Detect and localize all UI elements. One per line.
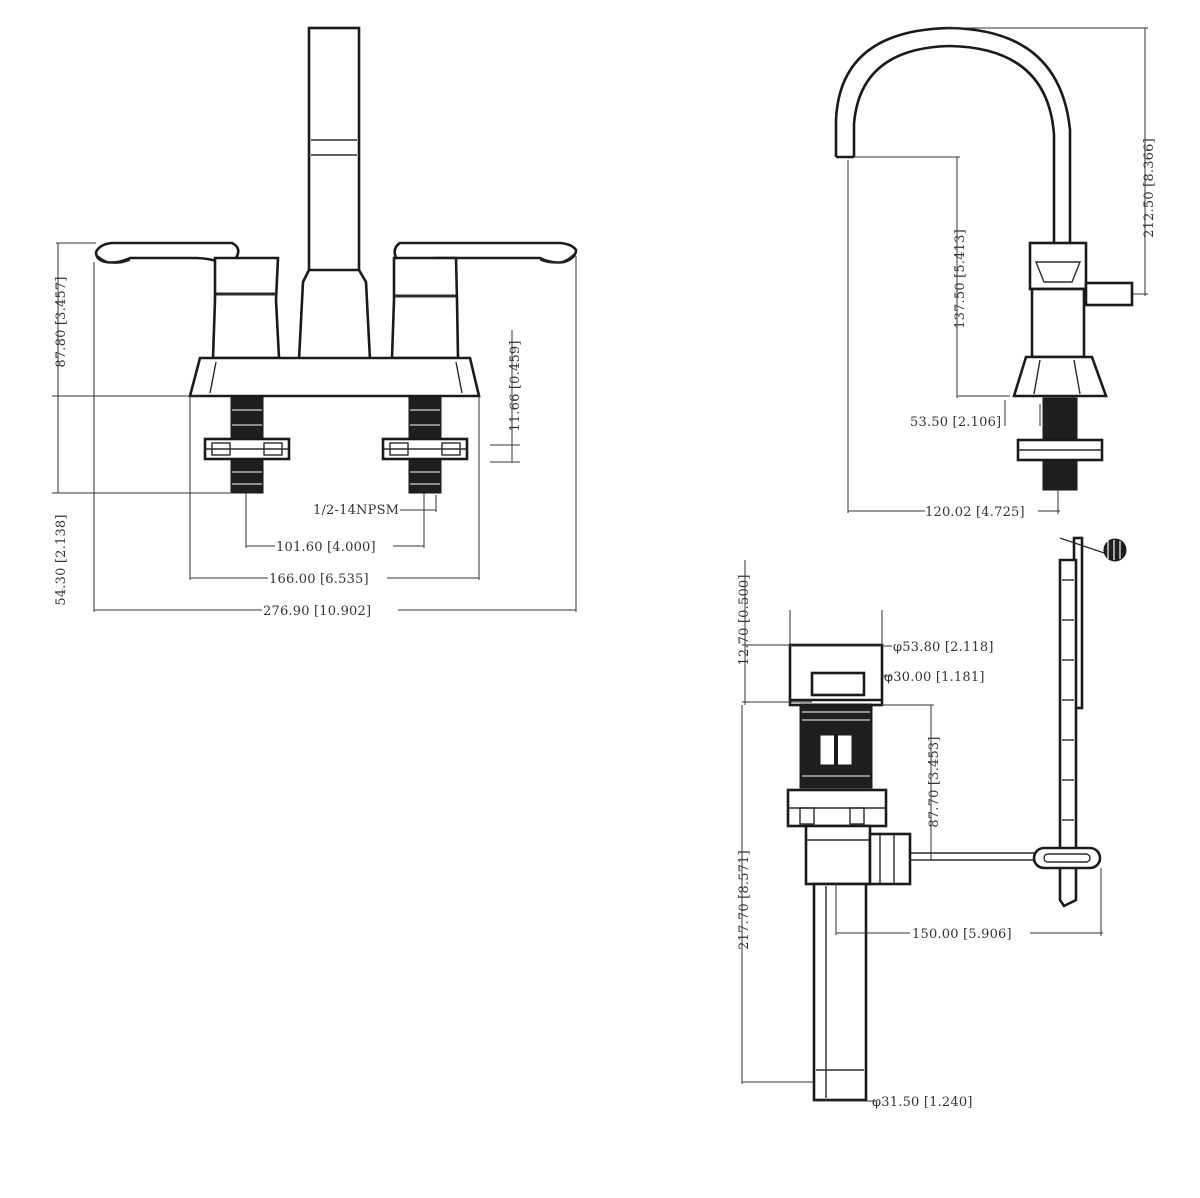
- front-view: 87.80 [3.457] 54.30 [2.138] 11.66 [0.459…: [52, 26, 578, 619]
- dim-thread-gap: 11.66 [0.459]: [508, 340, 523, 431]
- dim-spout-height: 137.50 [5.413]: [953, 229, 968, 329]
- dim-center-spacing: 101.60 [4.000]: [276, 540, 376, 555]
- dim-shank-offset: 53.50 [2.106]: [910, 415, 1001, 430]
- drain-view: 12.70 [0.500] φ53.80 [2.118] φ30.00 [1.1…: [737, 536, 1127, 1110]
- dim-flange-height: 12.70 [0.500]: [737, 574, 752, 665]
- dim-thread-spec: 1/2-14NPSM: [313, 503, 399, 518]
- side-view: 212.50 [8.366] 137.50 [5.413] 53.50 [2.1…: [834, 26, 1157, 520]
- dim-body-height: 87.70 [3.453]: [927, 736, 942, 827]
- dim-flange-dia: φ53.80 [2.118]: [893, 640, 994, 655]
- dim-total-height: 212.50 [8.366]: [1142, 138, 1157, 238]
- dim-overall-width: 276.90 [10.902]: [263, 604, 371, 619]
- dim-height-below: 54.30 [2.138]: [54, 514, 69, 605]
- dim-rod-reach: 150.00 [5.906]: [912, 927, 1012, 942]
- dim-tail-dia: φ31.50 [1.240]: [872, 1095, 973, 1110]
- dim-height-total: 87.80 [3.457]: [54, 276, 69, 367]
- dim-base-width: 166.00 [6.535]: [269, 572, 369, 587]
- dim-total-length: 217.70 [8.571]: [737, 850, 752, 950]
- dim-spout-reach: 120.02 [4.725]: [925, 505, 1025, 520]
- dim-cap-dia: φ30.00 [1.181]: [884, 670, 985, 685]
